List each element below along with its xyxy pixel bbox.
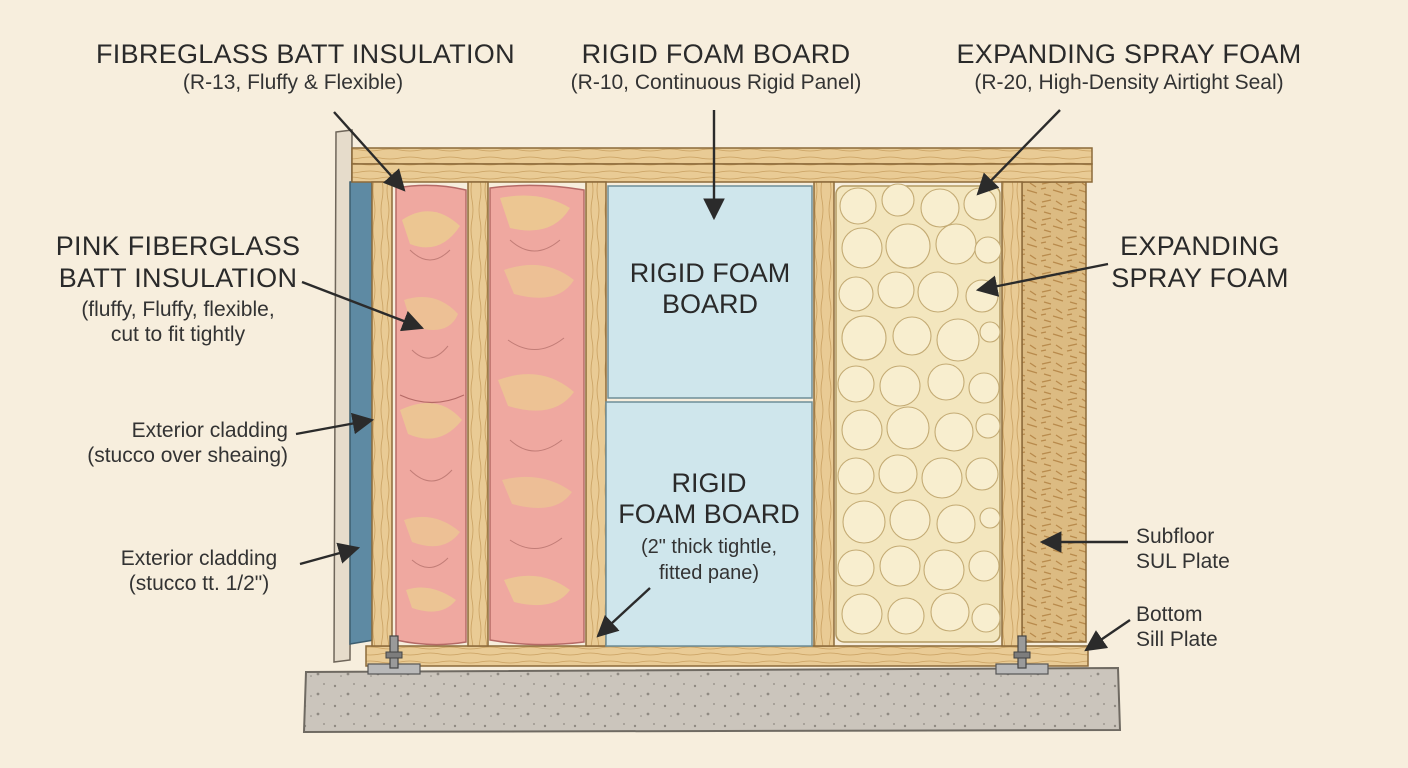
rigid-foam-panel-upper [607, 185, 813, 399]
label-rigid-foam-top: RIGID FOAM BOARD (R-10, Continuous Rigid… [546, 38, 886, 96]
panel-rigid-lower-line3: (2" thick tightle, [640, 536, 778, 559]
label-cladding-1: Exterior cladding (stucco over sheaing) [40, 418, 288, 468]
anchor-bolt-right [995, 635, 1049, 675]
panel-rigid-lower-line1: RIGID [671, 468, 747, 498]
label-spray-foam-side: EXPANDING SPRAY FOAM [1106, 230, 1294, 295]
arrow-bottom-sill [1084, 619, 1131, 652]
label-spray-foam-side-line2: SPRAY FOAM [1111, 263, 1289, 294]
label-cladding-2-line1: Exterior cladding [120, 547, 278, 570]
arrow-rigid-foam-lower [596, 587, 651, 638]
label-bottom-sill: Bottom Sill Plate [1136, 602, 1276, 652]
label-cladding-2: Exterior cladding (stucco tt. 1/2") [92, 546, 306, 596]
stud-3 [585, 181, 607, 647]
label-pink-batt-line3: (fluffy, Fluffy, flexible, [81, 297, 275, 321]
label-subfloor: Subfloor SUL Plate [1136, 524, 1276, 574]
rigid-foam-panel-lower [605, 401, 813, 647]
label-rigid-foam-top-sub: (R-10, Continuous Rigid Panel) [570, 71, 862, 95]
arrow-cladding-2 [299, 542, 361, 566]
anchor-bolt-left [367, 635, 421, 675]
label-fibreglass-batt-title: FIBREGLASS BATT INSULATION [96, 39, 515, 69]
spray-foam-fill [835, 183, 1002, 643]
stud-1 [371, 181, 393, 647]
label-bottom-sill-line2: Sill Plate [1136, 628, 1218, 652]
cladding-stucco-strip [333, 129, 353, 663]
label-subfloor-line1: Subfloor [1136, 525, 1215, 548]
label-fibreglass-batt: FIBREGLASS BATT INSULATION (R-13, Fluffy… [96, 38, 515, 96]
osb-sheathing [1021, 181, 1087, 643]
panel-rigid-lower-line4: fitted pane) [658, 562, 760, 585]
stud-4 [813, 181, 835, 647]
arrow-spray-foam-side [975, 262, 1109, 297]
label-pink-batt-line1: PINK FIBERGLASS [55, 231, 301, 261]
cladding-blue-layer [349, 179, 375, 645]
label-cladding-1-line2: (stucco over sheaing) [87, 444, 288, 468]
label-spray-foam-top-title: EXPANDING SPRAY FOAM [956, 39, 1302, 69]
label-bottom-sill-line1: Bottom [1136, 603, 1203, 626]
arrow-cladding-1 [295, 412, 375, 436]
arrow-fibreglass-batt [333, 111, 406, 192]
label-pink-batt-line2: BATT INSULATION [58, 263, 298, 294]
label-pink-batt: PINK FIBERGLASS BATT INSULATION (fluffy,… [52, 230, 304, 347]
pink-batt-1 [395, 184, 467, 646]
label-cladding-2-line2: (stucco tt. 1/2") [128, 572, 270, 596]
top-plate-lower [351, 163, 1093, 183]
panel-rigid-lower-text: RIGID FOAM BOARD (2" thick tightle, fitt… [606, 468, 812, 586]
pink-batt-2 [489, 184, 585, 646]
label-subfloor-line2: SUL Plate [1136, 550, 1230, 574]
label-pink-batt-line4: cut to fit tightly [110, 322, 246, 346]
label-cladding-1-line1: Exterior cladding [131, 419, 288, 442]
panel-rigid-upper-line2: BOARD [661, 289, 759, 320]
panel-rigid-upper-line1: RIGID FOAM [629, 258, 791, 288]
label-fibreglass-batt-sub: (R-13, Fluffy & Flexible) [182, 71, 404, 95]
bottom-sill-plate [365, 645, 1089, 667]
panel-rigid-lower-line2: FOAM BOARD [618, 499, 800, 530]
arrow-pink-batt [301, 280, 425, 332]
concrete-foundation [302, 666, 1122, 734]
label-rigid-foam-top-title: RIGID FOAM BOARD [581, 39, 851, 69]
label-spray-foam-side-line1: EXPANDING [1120, 231, 1280, 261]
label-spray-foam-top-sub: (R-20, High-Density Airtight Seal) [974, 71, 1284, 95]
top-plate-upper [351, 147, 1093, 165]
stud-5 [1001, 181, 1023, 647]
arrow-spray-foam-top [976, 109, 1061, 196]
panel-rigid-upper-text: RIGID FOAM BOARD [608, 258, 812, 320]
stud-2 [467, 181, 489, 647]
label-spray-foam-top: EXPANDING SPRAY FOAM (R-20, High-Density… [944, 38, 1314, 96]
